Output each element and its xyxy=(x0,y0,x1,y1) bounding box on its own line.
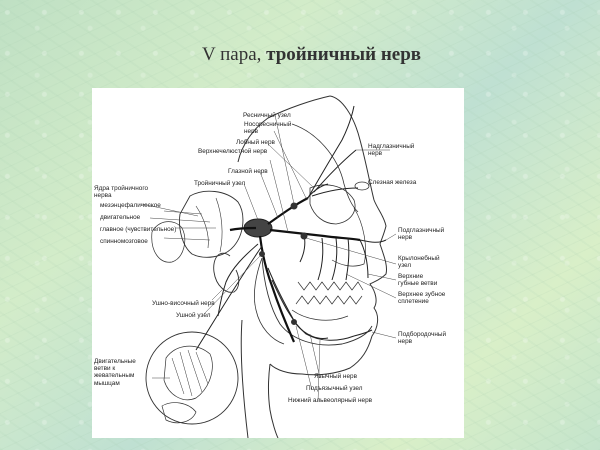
label-nasociliary: Носоресничный нерв xyxy=(244,121,292,136)
title-bold: тройничный нерв xyxy=(266,44,422,65)
nasal-cavity xyxy=(331,207,366,267)
ear-outline xyxy=(213,252,240,293)
pterygoid-muscle xyxy=(161,402,197,424)
leader-auriculotemporal xyxy=(211,287,225,301)
upper-dental-branches xyxy=(317,237,350,281)
lacrimal-branch xyxy=(311,187,359,197)
label-maxillary: Верхнечелюстной нерв xyxy=(198,148,268,155)
inset-circle xyxy=(145,331,239,425)
label-motor-branches: Двигательные ветви к жевательным мышцам xyxy=(94,358,136,387)
label-supraorbital: Надглазничный нерв xyxy=(368,143,415,158)
leader-lacrimal xyxy=(367,183,371,187)
label-mental: Подбородочный нерв xyxy=(398,331,447,346)
leader-spinal xyxy=(163,237,211,241)
leader-trigeminal-ganglion xyxy=(243,183,259,221)
leader-ophthalmic xyxy=(259,171,279,219)
pterygopalatine-ganglion-shape xyxy=(300,232,308,240)
lacrimal-gland-shape xyxy=(354,181,370,191)
trigeminal-root xyxy=(229,226,257,232)
inferior-alveolar-branch xyxy=(271,279,355,341)
lower-teeth xyxy=(295,295,363,305)
anatomy-drawing xyxy=(141,95,397,438)
upper-labial-branch xyxy=(359,239,369,279)
leader-nasociliary xyxy=(273,130,307,199)
leader-inferior-alveolar xyxy=(317,339,321,403)
mandible xyxy=(261,257,373,346)
label-submandibular: Подъязычный узел xyxy=(306,385,363,392)
label-lingual: Язычный нерв xyxy=(314,373,357,380)
leader-pterygopalatine xyxy=(305,237,397,265)
orbit xyxy=(309,184,356,225)
leader-mesencephalic xyxy=(163,210,203,215)
nasociliary-branch xyxy=(305,183,329,201)
label-nuclei: Ядра тройничного нерва xyxy=(94,185,149,200)
label-ophthalmic: Глазной нерв xyxy=(228,168,268,175)
label-trigeminal-ganglion: Тройничный узел xyxy=(194,180,246,187)
masseter-fibers xyxy=(171,349,209,397)
maxillary-trunk xyxy=(269,228,361,242)
auriculotemporal-branch xyxy=(217,243,259,317)
title-prefix: V пара, xyxy=(202,44,267,65)
label-pterygopalatine: Крылонебный узел xyxy=(398,255,440,270)
infraorbital-branch xyxy=(359,239,387,243)
leader-mental xyxy=(371,331,397,339)
label-ciliary-ganglion: Ресничный узел xyxy=(243,112,291,119)
neck-outline xyxy=(268,363,279,438)
leader-upper-labial xyxy=(367,273,397,281)
motor-to-masticatory xyxy=(195,245,263,351)
label-frontal: Лобный нерв xyxy=(236,139,275,146)
supraorbital-branch xyxy=(313,149,357,193)
leader-lingual xyxy=(309,333,321,379)
leader-submandibular xyxy=(295,325,313,391)
submandibular-ganglion-shape xyxy=(291,319,297,325)
pons-detail xyxy=(195,197,223,253)
tongue xyxy=(291,309,349,321)
cranial-base xyxy=(291,123,359,213)
frontal-branch xyxy=(307,105,355,199)
label-upper-dental-plexus: Верхнее зубное сплетение xyxy=(398,291,446,306)
head-back-outline xyxy=(237,95,331,163)
neck-back-outline xyxy=(240,319,249,438)
leader-frontal xyxy=(267,143,315,189)
leader-infraorbital xyxy=(385,233,397,241)
head-outline xyxy=(269,95,387,376)
upper-teeth xyxy=(297,281,364,291)
label-otic-ganglion: Ушной узел xyxy=(176,312,211,319)
label-motor: двигательное xyxy=(100,214,141,221)
label-inferior-alveolar: Нижний альвеолярный нерв xyxy=(288,397,373,404)
ophthalmic-trunk xyxy=(267,197,309,225)
cerebellum xyxy=(151,221,186,263)
otic-ganglion-shape xyxy=(259,251,265,257)
leader-maxillary xyxy=(269,159,289,233)
mandibular-trunk xyxy=(258,235,296,343)
mental-branch xyxy=(353,329,373,337)
leader-motor xyxy=(149,217,211,223)
leader-nuclei xyxy=(141,203,199,217)
label-upper-labial: Верхние губные ветви xyxy=(398,273,438,288)
label-infraorbital: Подглазничный нерв xyxy=(398,227,445,242)
label-main-sensory: главное (чувствительное) xyxy=(100,226,177,233)
label-lacrimal-gland: Слезная железа xyxy=(368,179,417,186)
label-mesencephalic: мезэнцефалическое xyxy=(100,202,161,209)
slide-title: V пара, тройничный нерв xyxy=(202,44,421,66)
trigeminal-nerve-diagram: Ресничный узел Носоресничный нерв Лобный… xyxy=(92,88,464,438)
mandible-ramus xyxy=(254,257,285,345)
label-auriculotemporal: Ушно-височный нерв xyxy=(152,300,215,307)
leader-otic xyxy=(203,255,261,315)
brainstem xyxy=(179,190,244,258)
label-spinal: спинномозговое xyxy=(100,238,148,245)
masseter-muscle xyxy=(163,345,213,401)
leader-dental-plexus xyxy=(345,273,397,299)
